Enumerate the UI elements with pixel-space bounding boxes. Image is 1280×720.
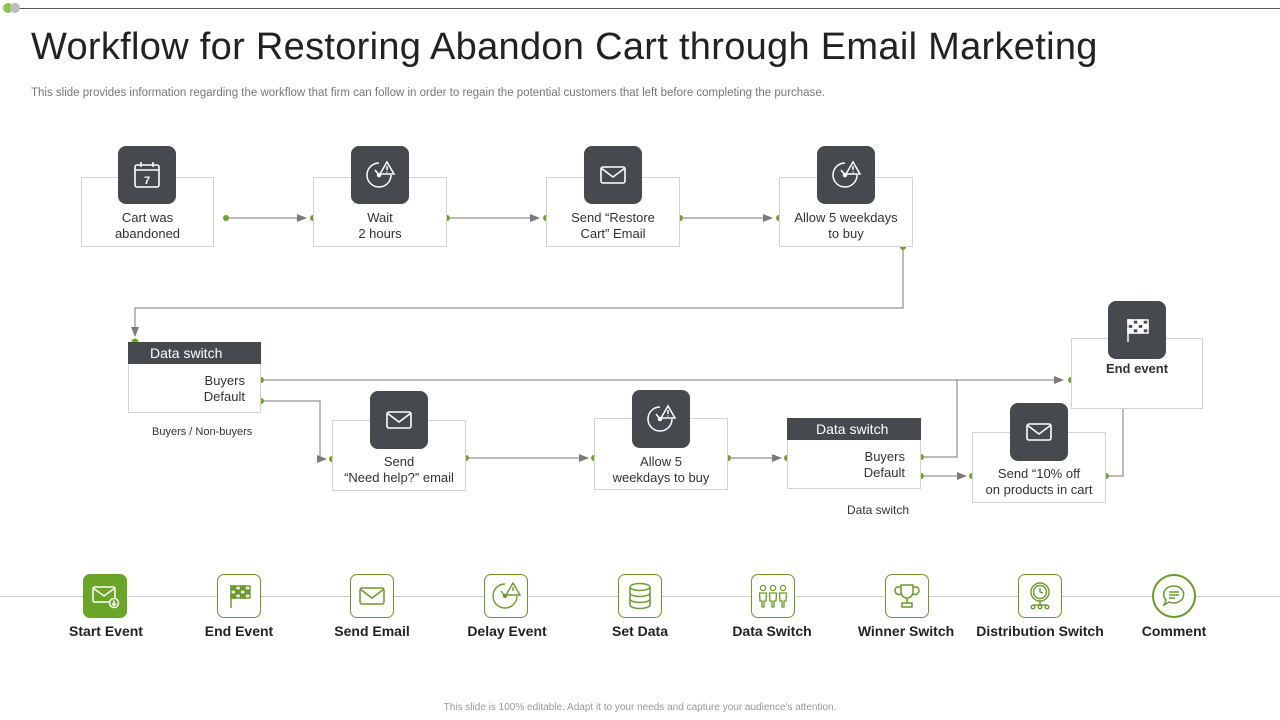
calendar-icon: 7 xyxy=(118,146,176,204)
timer-alert-icon xyxy=(632,390,690,448)
legend-label: Data Switch xyxy=(732,623,812,639)
envelope-icon xyxy=(370,391,428,449)
data-switch-2-caption: Data switch xyxy=(847,503,910,517)
timer-alert-icon xyxy=(817,146,875,204)
envelope-icon xyxy=(1010,403,1068,461)
database-icon xyxy=(618,574,662,618)
envelope-icon xyxy=(584,146,642,204)
checkered-flag-icon xyxy=(217,574,261,618)
data-switch-1-caption: Buyers / Non-buyers xyxy=(152,426,253,438)
timer-alert-icon xyxy=(484,574,528,618)
people-icon xyxy=(751,574,795,618)
connector-offer-end xyxy=(1106,409,1124,477)
connector-allow-switch xyxy=(131,247,904,337)
clock-network-icon xyxy=(1018,574,1062,618)
legend-label: Comment xyxy=(1141,623,1207,639)
top-dot-green xyxy=(3,3,13,13)
trophy-icon xyxy=(885,574,929,618)
page-title: Workflow for Restoring Abandon Cart thro… xyxy=(31,26,1098,68)
checkered-flag-icon xyxy=(1108,301,1166,359)
data-switch-2-header: Data switch xyxy=(787,418,921,440)
legend-label: Send Email xyxy=(334,623,410,639)
timer-alert-icon xyxy=(351,146,409,204)
footer-note: This slide is 100% editable. Adapt it to… xyxy=(443,702,837,713)
envelope-icon xyxy=(350,574,394,618)
envelope-download-icon xyxy=(83,574,127,618)
node-end-label: End event xyxy=(1105,361,1169,376)
top-dot-grey xyxy=(10,3,20,13)
node-help-label: Send“Need help?” email xyxy=(344,454,454,485)
legend-label: Delay Event xyxy=(467,623,547,639)
page-subtitle: This slide provides information regardin… xyxy=(31,87,825,99)
top-rule xyxy=(8,8,1280,9)
legend-label: Distribution Switch xyxy=(976,623,1104,639)
connector-buyers2-end xyxy=(921,380,958,458)
svg-text:7: 7 xyxy=(144,175,150,187)
legend-label: Start Event xyxy=(69,623,143,639)
legend-label: Winner Switch xyxy=(857,623,955,639)
data-switch-1-header: Data switch xyxy=(128,342,261,364)
comment-icon xyxy=(1152,574,1196,618)
legend-label: Set Data xyxy=(611,623,669,639)
legend-label: End Event xyxy=(204,623,274,639)
connector-default-help xyxy=(262,400,327,463)
